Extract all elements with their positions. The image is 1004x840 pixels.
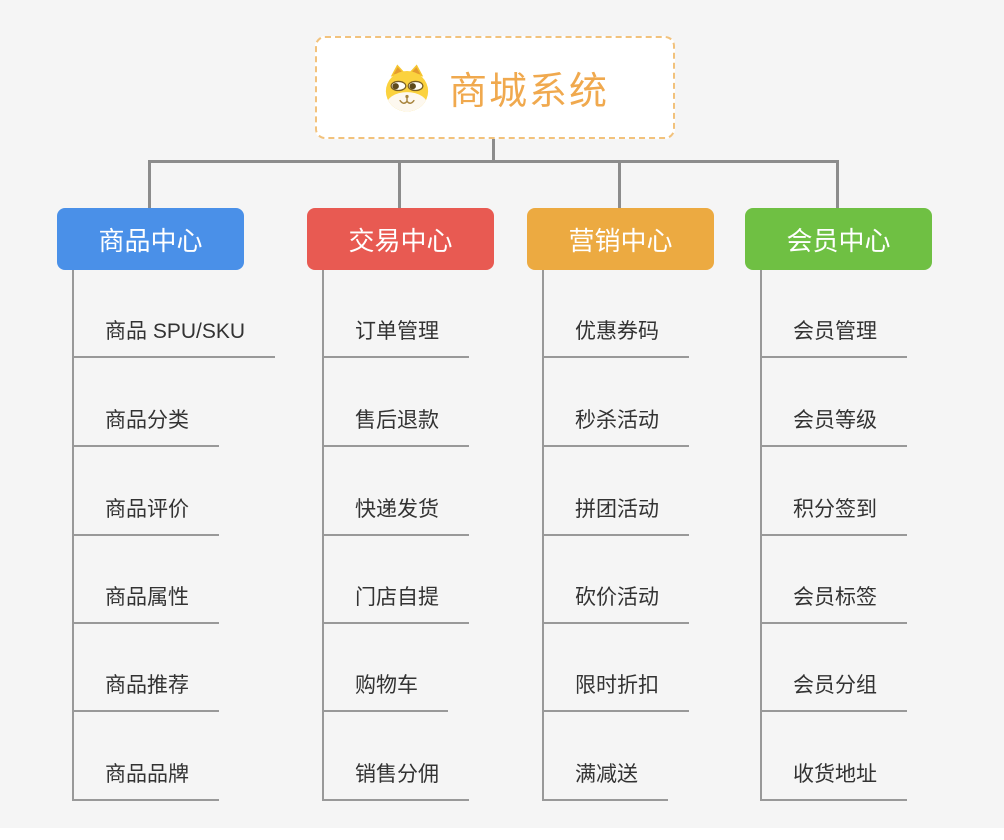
branch-node-product-center[interactable]: 商品中心 bbox=[57, 208, 244, 270]
bottom-strip bbox=[0, 828, 1004, 840]
leaf-node[interactable]: 商品属性 bbox=[73, 584, 219, 624]
doge-icon bbox=[385, 63, 429, 112]
leaf-node[interactable]: 商品评价 bbox=[73, 496, 219, 536]
leaf-node[interactable]: 秒杀活动 bbox=[543, 407, 689, 447]
leaf-node[interactable]: 积分签到 bbox=[761, 496, 907, 536]
leaf-node[interactable]: 会员等级 bbox=[761, 407, 907, 447]
leaf-node[interactable]: 砍价活动 bbox=[543, 584, 689, 624]
leaf-node[interactable]: 商品分类 bbox=[73, 407, 219, 447]
leaf-node[interactable]: 售后退款 bbox=[323, 407, 469, 447]
branch-node-marketing-center[interactable]: 营销中心 bbox=[527, 208, 714, 270]
leaf-node[interactable]: 门店自提 bbox=[323, 584, 469, 624]
connector-drop bbox=[398, 160, 401, 210]
branch-node-member-center[interactable]: 会员中心 bbox=[745, 208, 932, 270]
leaf-node[interactable]: 购物车 bbox=[323, 672, 448, 712]
leaf-node[interactable]: 快递发货 bbox=[323, 496, 469, 536]
leaf-node[interactable]: 优惠券码 bbox=[543, 318, 689, 358]
leaf-node[interactable]: 会员管理 bbox=[761, 318, 907, 358]
connector-drop bbox=[618, 160, 621, 210]
leaf-node[interactable]: 商品 SPU/SKU bbox=[73, 318, 276, 358]
leaf-node[interactable]: 商品推荐 bbox=[73, 672, 219, 712]
branch-node-trade-center[interactable]: 交易中心 bbox=[307, 208, 494, 270]
leaf-node[interactable]: 会员标签 bbox=[761, 584, 907, 624]
connector-drop bbox=[148, 160, 151, 210]
connector-horizontal-rail bbox=[149, 160, 839, 163]
mindmap-root-node[interactable]: 商城系统 bbox=[315, 36, 675, 139]
leaf-node[interactable]: 销售分佣 bbox=[323, 761, 469, 801]
leaf-node[interactable]: 拼团活动 bbox=[543, 496, 689, 536]
leaf-node[interactable]: 订单管理 bbox=[323, 318, 469, 358]
leaf-node[interactable]: 满减送 bbox=[543, 761, 668, 801]
leaf-node[interactable]: 收货地址 bbox=[761, 761, 907, 801]
leaf-node[interactable]: 会员分组 bbox=[761, 672, 907, 712]
leaf-node[interactable]: 限时折扣 bbox=[543, 672, 689, 712]
root-node-title: 商城系统 bbox=[448, 71, 609, 113]
leaf-node[interactable]: 商品品牌 bbox=[73, 761, 219, 801]
connector-drop bbox=[836, 160, 839, 210]
connector-root-stem bbox=[492, 139, 495, 162]
